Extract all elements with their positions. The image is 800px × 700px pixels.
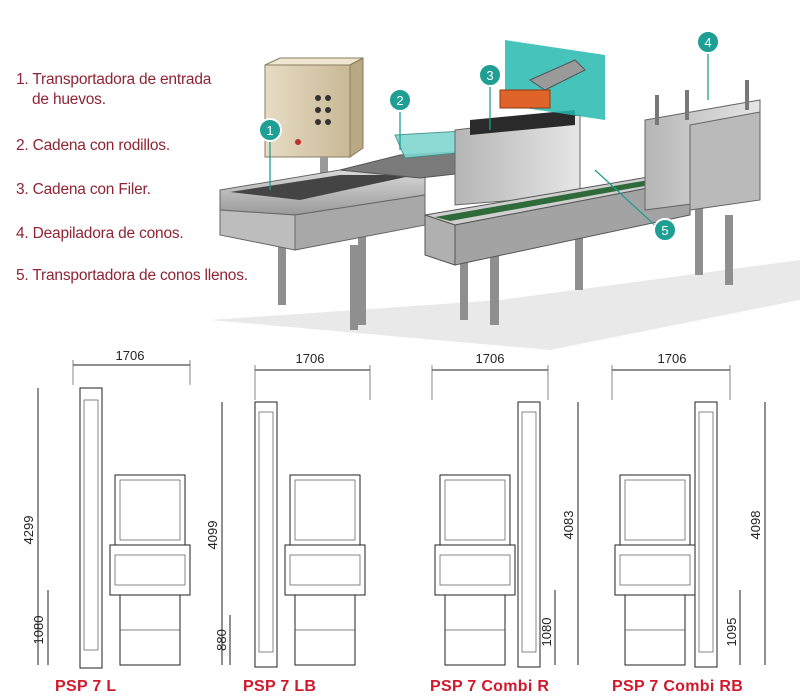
drawing-psp-7-combi-rb: 1706 4098 1095 [611, 351, 766, 668]
drawing-psp-7-lb: 1706 4099 880 [205, 351, 371, 668]
drawing-psp-7-l: 1706 4299 1080 [21, 348, 191, 669]
model-name-psp-7-combi-r: PSP 7 Combi R [430, 678, 550, 695]
model-name-psp-7-l: PSP 7 L [55, 678, 117, 695]
model-name-psp-7-lb: PSP 7 LB [243, 678, 317, 695]
psp-7-combi-r-width: 1706 [476, 351, 505, 366]
callout-2-label: 2 [396, 93, 403, 108]
psp-7-combi-rb-base: 1095 [724, 618, 739, 647]
callout-4: 4 [696, 30, 720, 54]
psp-7-combi-rb-height: 4098 [748, 511, 763, 540]
psp-7-l-base: 1080 [31, 616, 46, 645]
psp-7-lb-height: 4099 [205, 521, 220, 550]
legend-item-3-line1: 3. Cadena con Filer. [16, 181, 151, 198]
legend-item-4-line1: 4. Deapiladora de conos. [16, 225, 184, 242]
model-name-psp-7-combi-rb: PSP 7 Combi RB [612, 678, 744, 695]
psp-7-l-height: 4299 [21, 516, 36, 545]
machine-illustration: 1 2 3 4 5 [210, 30, 800, 350]
callout-1: 1 [258, 118, 282, 142]
drawing-psp-7-combi-r: 1706 4083 1080 [431, 351, 579, 668]
callout-4-label: 4 [704, 35, 711, 50]
callout-2: 2 [388, 88, 412, 112]
callout-3-label: 3 [486, 68, 493, 83]
legend-item-2-line1: 2. Cadena con rodillos. [16, 137, 170, 154]
technical-drawings: 1706 4299 1080 1706 4099 880 1706 [21, 348, 766, 669]
legend-item-2: 2. Cadena con rodillos. [16, 136, 170, 156]
callout-1-label: 1 [266, 123, 273, 138]
legend-item-1: 1. Transportadora de entrada de huevos. [16, 70, 211, 110]
legend-item-5: 5. Transportadora de conos llenos. [16, 266, 248, 286]
callout-5-label: 5 [661, 223, 668, 238]
callout-5: 5 [653, 218, 677, 242]
legend-item-3: 3. Cadena con Filer. [16, 180, 151, 200]
legend-item-5-line1: 5. Transportadora de conos llenos. [16, 267, 248, 284]
floor-shadow [210, 260, 800, 350]
control-box [264, 64, 351, 158]
psp-7-l-width: 1706 [116, 348, 145, 363]
legend-item-1-line1: 1. Transportadora de entrada [16, 71, 212, 88]
callout-3: 3 [478, 63, 502, 87]
psp-7-combi-r-height: 4083 [561, 511, 576, 540]
psp-7-combi-rb-width: 1706 [658, 351, 687, 366]
psp-7-combi-r-base: 1080 [539, 618, 554, 647]
psp-7-lb-width: 1706 [296, 351, 325, 366]
machine-legs [278, 200, 733, 330]
legend-item-1-line2: de huevos. [32, 91, 106, 108]
callout-markers: 1 2 3 4 5 [258, 30, 720, 242]
psp-7-lb-base: 880 [214, 629, 229, 651]
legend-item-4: 4. Deapiladora de conos. [16, 224, 184, 244]
filler-head [499, 89, 551, 109]
